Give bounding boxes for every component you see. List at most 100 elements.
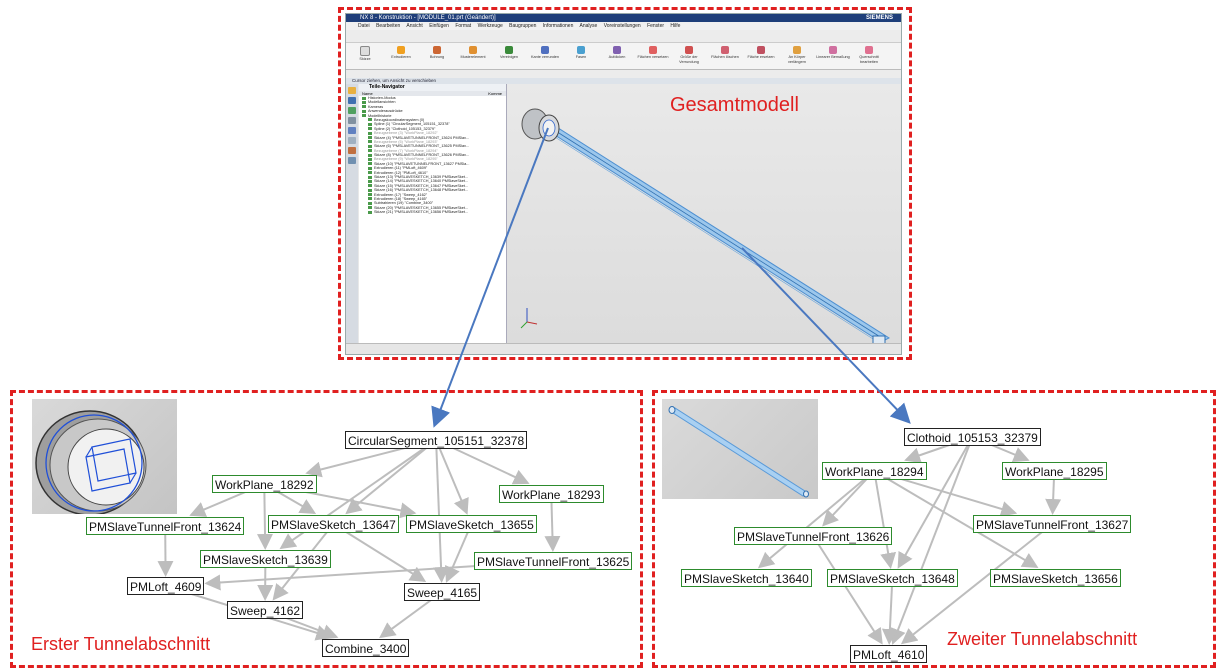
navigator-row[interactable]: Kameras xyxy=(359,105,506,109)
feature-icon xyxy=(368,197,372,201)
ribbon-bohrung-button[interactable]: Bohrung xyxy=(420,46,454,60)
ribbon-aufdicken-button[interactable]: Aufdicken xyxy=(600,46,634,60)
navigator-row[interactable]: Modellhistorie xyxy=(359,114,506,118)
feature-icon xyxy=(368,153,372,157)
system-materials-icon[interactable] xyxy=(348,157,356,164)
ribbon-fasen-button[interactable]: Fasen xyxy=(564,46,598,60)
ribbon-extrudieren-button[interactable]: Extrudieren xyxy=(384,46,418,60)
cad-menu-bar: Datei Bearbeiten Ansicht Einfügen Format… xyxy=(346,22,901,30)
navigator-row[interactable]: Subtrahieren (19) "Combine_3400" xyxy=(359,201,506,205)
node-workplane-18295: WorkPlane_18295 xyxy=(1002,462,1107,480)
menu-analyse[interactable]: Analyse xyxy=(579,23,598,29)
dependency-edge xyxy=(757,470,875,569)
feature-icon xyxy=(368,131,372,135)
history-icon[interactable] xyxy=(348,117,356,124)
menu-einfuegen[interactable]: Einfügen xyxy=(429,23,449,29)
dependency-edge xyxy=(444,523,473,583)
ribbon-musterelement-button[interactable]: Musterelement xyxy=(456,46,490,60)
reuse-library-icon[interactable] xyxy=(348,107,356,114)
column-comment[interactable]: Komme xyxy=(488,91,502,96)
ribbon-skizze-button[interactable]: Skizze xyxy=(348,46,382,62)
menu-fenster[interactable]: Fenster xyxy=(647,23,665,29)
ribbon-vereinigen-button[interactable]: Vereinigen xyxy=(492,46,526,60)
dependency-edge xyxy=(881,577,898,645)
navigator-row[interactable]: Skizze (13) "PMSLAVESKETCH_13639 PMSlave… xyxy=(359,175,506,179)
ribbon-linearer-bemassung-button[interactable]: Linearer Bemaßung xyxy=(816,46,850,60)
navigator-row[interactable]: Modellansichten xyxy=(359,100,506,104)
ribbon-flaechen-loeschen-button[interactable]: Flächen löschen xyxy=(708,46,742,60)
column-name[interactable]: Name xyxy=(362,91,373,96)
palette-icon[interactable] xyxy=(348,137,356,144)
part-navigator-icon[interactable] xyxy=(348,97,356,104)
feature-icon xyxy=(368,166,372,170)
navigator-row[interactable]: Extrudieren (12) "PMLoft_4610" xyxy=(359,171,506,175)
navigator-row[interactable]: Anwenderausdrücke xyxy=(359,109,506,113)
ribbon-kante-verrunden-button[interactable]: Kante verrunden xyxy=(528,46,562,60)
navigator-row[interactable]: Skizze (15) "PMSLAVESKETCH_13647 PMSlave… xyxy=(359,184,506,188)
navigator-row[interactable]: Skizze (21) "PMSLAVESKETCH_13656 PMSlave… xyxy=(359,210,506,214)
feature-icon xyxy=(368,193,372,197)
feature-icon xyxy=(368,118,372,122)
menu-informationen[interactable]: Informationen xyxy=(542,23,574,29)
navigator-row[interactable]: Skizze (14) "PMSLAVESKETCH_13640 PMSlave… xyxy=(359,179,506,183)
navigator-row[interactable]: Skizze (8) "PMSLAVETUNNELFRONT_13626 PMS… xyxy=(359,153,506,157)
graphics-viewport[interactable] xyxy=(507,84,901,346)
feature-icon xyxy=(368,201,372,205)
dependency-edge xyxy=(897,436,974,569)
ribbon-flaeche-ersetzen-button[interactable]: Fläche ersetzen xyxy=(744,46,778,60)
cad-bottom-toolbar xyxy=(346,343,901,354)
navigator-row[interactable]: Skizze (20) "PMSLAVESKETCH_13655 PMSlave… xyxy=(359,206,506,210)
menu-datei[interactable]: Datei xyxy=(358,23,370,29)
menu-ansicht[interactable]: Ansicht xyxy=(406,23,423,29)
node-sketch-13656: PMSlaveSketch_13656 xyxy=(990,569,1121,587)
node-clothoid: Clothoid_105153_32379 xyxy=(904,428,1041,446)
navigator-row[interactable]: Bezugsebene (9) "WorkPlane_18295" xyxy=(359,157,506,161)
navigator-row[interactable]: Skizze (6) "PMSLAVETUNNELFRONT_13625 PMS… xyxy=(359,144,506,148)
node-pmloft-4609: PMLoft_4609 xyxy=(127,577,205,595)
dependency-edge xyxy=(332,523,427,583)
feature-icon xyxy=(368,184,372,188)
navigator-row[interactable]: Skizze (4) "PMSLAVETUNNELFRONT_13624 PMS… xyxy=(359,136,506,140)
arrow-tube-to-graph2 xyxy=(741,247,911,424)
menu-voreinstellungen[interactable]: Voreinstellungen xyxy=(603,23,641,29)
ribbon-an-koerper-verlaengern-button[interactable]: An Körper verlängern xyxy=(780,46,814,64)
navigator-row[interactable]: Bezugskoordinatensystem (0) xyxy=(359,118,506,122)
web-browser-icon[interactable] xyxy=(348,127,356,134)
navigator-row[interactable]: Extrudieren (11) "PMLoft_4609" xyxy=(359,166,506,170)
node-workplane-18293: WorkPlane_18293 xyxy=(499,485,604,503)
dependency-edge xyxy=(433,439,450,583)
navigator-row[interactable]: Extrudieren (18) "Sweep_4165" xyxy=(359,197,506,201)
node-circularsegment: CircularSegment_105151_32378 xyxy=(345,431,528,449)
navigator-row[interactable]: Spline (2) "Clothoid_105153_32379" xyxy=(359,127,506,131)
dependency-edge xyxy=(544,493,561,552)
assembly-navigator-icon[interactable] xyxy=(348,87,356,94)
navigator-row[interactable]: Bezugsebene (7) "WorkPlane_18294" xyxy=(359,149,506,153)
feature-icon xyxy=(368,162,372,166)
cad-title: NX 8 - Konstruktion - [MODULE_01.prt (Ge… xyxy=(360,15,496,21)
navigator-row[interactable]: Spline (1) "CircularSegment_105151_32378… xyxy=(359,122,506,126)
feature-icon xyxy=(368,206,372,210)
feature-icon xyxy=(368,175,372,179)
menu-baugruppen[interactable]: Baugruppen xyxy=(509,23,537,29)
dependency-edge xyxy=(873,470,897,569)
roles-icon[interactable] xyxy=(348,147,356,154)
node-tunnelfront-13625: PMSlaveTunnelFront_13625 xyxy=(474,552,633,570)
navigator-row[interactable]: Extrudieren (17) "Sweep_4162" xyxy=(359,193,506,197)
navigator-row[interactable]: Historien-Modus xyxy=(359,96,506,100)
ribbon-querschnitt-button[interactable]: Querschnitt bearbeiten xyxy=(852,46,886,64)
menu-werkzeuge[interactable]: Werkzeuge xyxy=(477,23,503,29)
node-tunnelfront-13626: PMSlaveTunnelFront_13626 xyxy=(734,527,893,545)
navigator-row[interactable]: Bezugsebene (5) "WorkPlane_18293" xyxy=(359,140,506,144)
navigator-row[interactable]: Bezugsebene (3) "WorkPlane_18292" xyxy=(359,131,506,135)
coordinate-triad-icon xyxy=(520,308,538,329)
ribbon-groesse-verrundung-button[interactable]: Größe der Verrundung xyxy=(672,46,706,64)
navigator-row[interactable]: Skizze (16) "PMSLAVESKETCH_13648 PMSlave… xyxy=(359,188,506,192)
arrow-ring-to-graph1 xyxy=(431,127,549,428)
menu-hilfe[interactable]: Hilfe xyxy=(670,23,681,29)
ribbon-flaechen-versetzen-button[interactable]: Flächen versetzen xyxy=(636,46,670,60)
menu-format[interactable]: Format xyxy=(455,23,472,29)
dependency-edge xyxy=(812,535,883,645)
navigator-row[interactable]: Skizze (10) "PMSLAVETUNNELFRONT_13627 PM… xyxy=(359,162,506,166)
feature-icon xyxy=(368,127,372,131)
menu-bearbeiten[interactable]: Bearbeiten xyxy=(376,23,401,29)
